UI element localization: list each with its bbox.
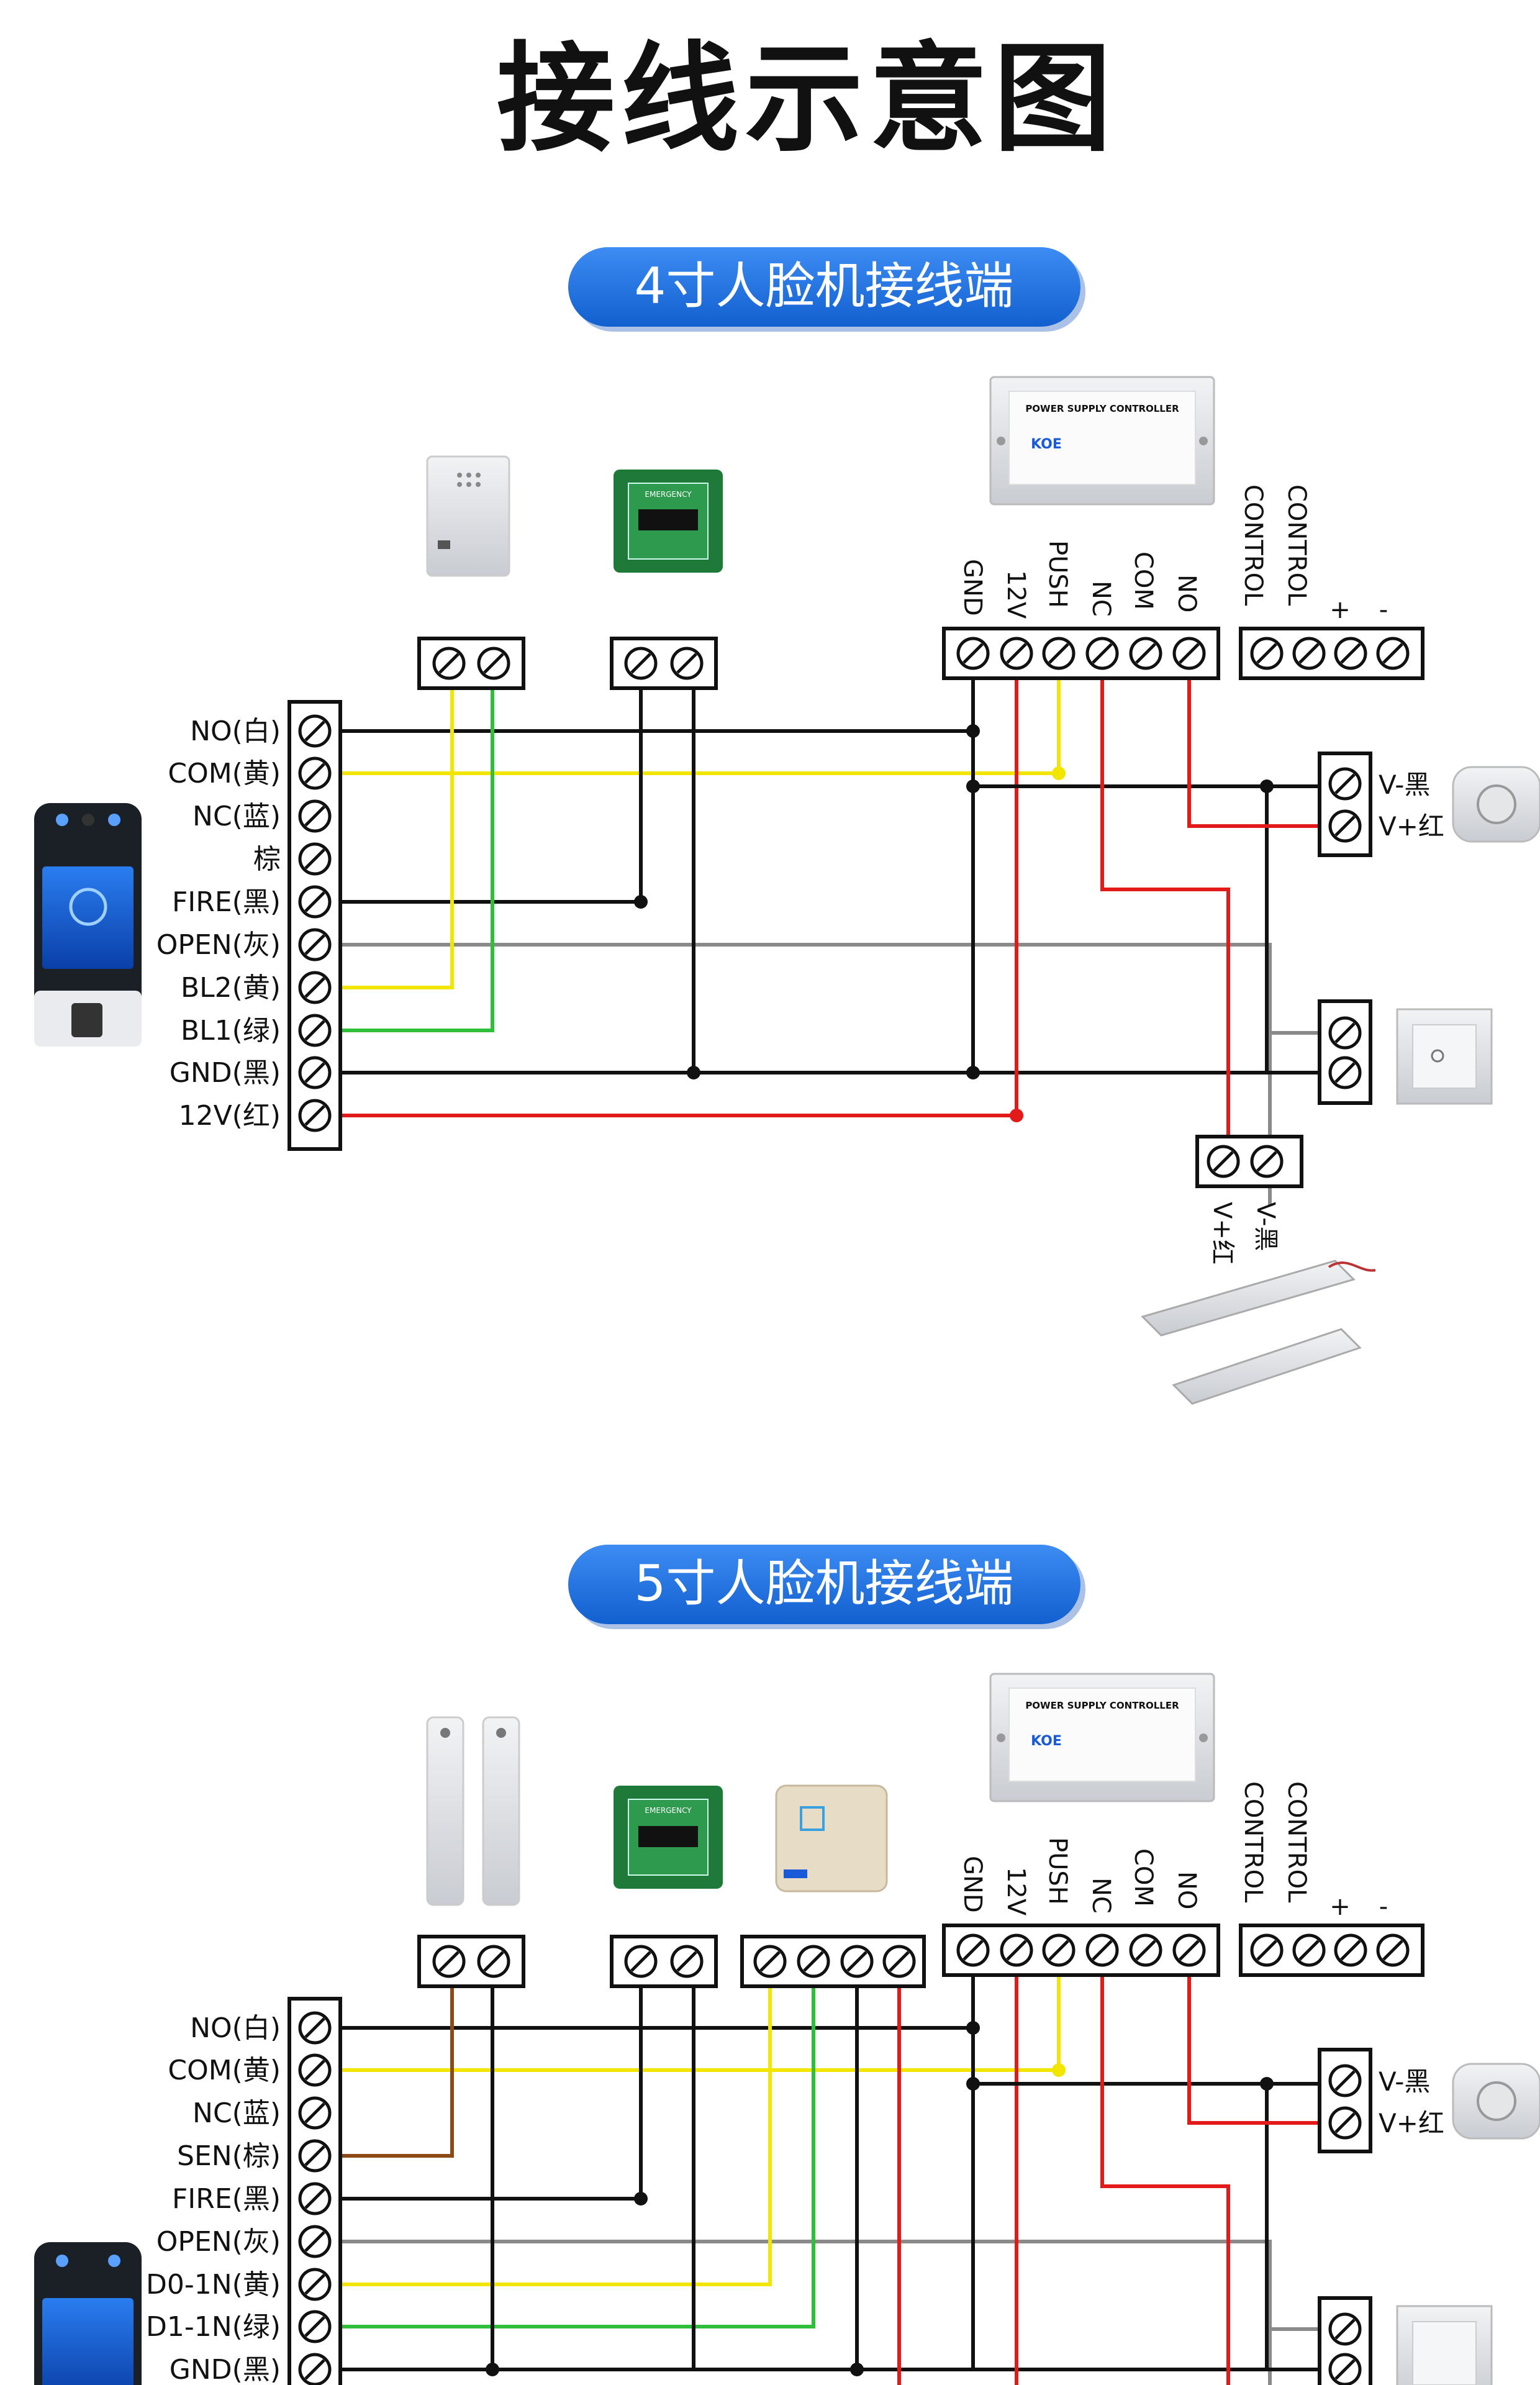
- psu-brand: KOE: [1031, 437, 1062, 452]
- control-sign: -: [1379, 1892, 1388, 1921]
- face-terminal-block: [288, 700, 342, 1151]
- exit-button-icon: [1452, 2063, 1540, 2140]
- terminal-label: NO(白): [190, 2012, 281, 2044]
- section-header: 5寸人脸机接线端: [635, 1555, 1014, 1612]
- terminal-label: NO(白): [190, 716, 281, 747]
- terminal-label: D1-1N(绿): [146, 2311, 281, 2343]
- control-label: CONTROL: [1282, 1781, 1311, 1903]
- terminal-label: 12V(红): [179, 1100, 281, 1132]
- control-sign: +: [1329, 1892, 1351, 1921]
- doorbell-icon: [426, 455, 510, 577]
- psu-terminal-label: NO: [1172, 575, 1201, 612]
- control-sign: +: [1329, 596, 1351, 624]
- face-terminal-icon: [34, 2242, 142, 2385]
- svg-text:EMERGENCY: EMERGENCY: [645, 490, 692, 499]
- emergency-break-glass-icon: EMERGENCY: [614, 470, 723, 573]
- section-5inch: 5寸人脸机接线端: [34, 1545, 1540, 2385]
- exit-switch-icon: [1396, 2305, 1493, 2385]
- control-label: CONTROL: [1239, 1781, 1267, 1903]
- terminal-labels: NO(白) COM(黄) NC(蓝) SEN(棕) FIRE(黑) OPEN(灰…: [146, 2012, 281, 2385]
- exit-switch-terminal-block: [1318, 999, 1372, 1105]
- lock-terminal-label: V+红: [1379, 2108, 1444, 2138]
- maglock-terminal-label: V-黑: [1251, 1202, 1280, 1251]
- terminal-label: COM(黄): [168, 2055, 281, 2086]
- psu-terminal-label: NC: [1087, 581, 1115, 617]
- psu-terminal-label: PUSH: [1043, 1837, 1072, 1905]
- lock-terminal-label: V-黑: [1379, 770, 1430, 800]
- door-sensor-terminal: [417, 1935, 525, 1988]
- psu-terminal-block: [942, 627, 1220, 680]
- lock-terminal-block: [1318, 752, 1372, 857]
- control-labels: CONTROL CONTROL + -: [1239, 1781, 1388, 1921]
- break-glass-terminal: [610, 1935, 718, 1988]
- psu-terminal-label: GND: [958, 1856, 987, 1913]
- card-reader-terminal: [740, 1935, 926, 1988]
- terminal-label: NC(蓝): [192, 801, 281, 832]
- terminal-labels: NO(白) COM(黄) NC(蓝) 棕 FIRE(黑) OPEN(灰) BL2…: [156, 716, 281, 1132]
- terminal-label: SEN(棕): [177, 2140, 281, 2172]
- wire-junctions: [634, 724, 1274, 1122]
- exit-switch-terminal-block: [1318, 2296, 1372, 2385]
- psu-terminal-label: NC: [1087, 1878, 1115, 1914]
- control-terminal-block: [1239, 627, 1424, 680]
- psu-terminal-label: GND: [958, 559, 987, 616]
- terminal-label: BL1(绿): [181, 1015, 281, 1047]
- psu-plate-title: POWER SUPPLY CONTROLLER: [1025, 403, 1179, 414]
- card-reader-icon: [775, 1784, 888, 1892]
- face-terminal-block: [288, 1997, 342, 2385]
- psu-terminal-label: 12V: [1002, 1867, 1030, 1916]
- terminal-label: NC(蓝): [192, 2097, 281, 2129]
- lock-terminal-label: V+红: [1379, 811, 1444, 842]
- svg-text:EMERGENCY: EMERGENCY: [645, 1806, 692, 1815]
- terminal-label: D0-1N(黄): [146, 2269, 281, 2301]
- break-glass-terminal: [610, 637, 718, 690]
- section-banner: 4寸人脸机接线端: [568, 247, 1085, 332]
- control-label: CONTROL: [1239, 484, 1267, 606]
- section-banner: 5寸人脸机接线端: [568, 1545, 1085, 1629]
- exit-button-icon: [1452, 766, 1540, 843]
- psu-terminal-block: [942, 1924, 1220, 1977]
- psu-terminal-label: NO: [1172, 1871, 1201, 1909]
- control-labels: CONTROL CONTROL + -: [1239, 484, 1388, 624]
- exit-switch-icon: [1396, 1008, 1493, 1105]
- terminal-label: COM(黄): [168, 758, 281, 789]
- section-4inch: 4寸人脸机接线端: [34, 247, 1540, 1405]
- lock-terminal-block: [1318, 2048, 1372, 2153]
- maglock-terminal-label: V+红: [1208, 1202, 1236, 1265]
- terminal-label: FIRE(黑): [172, 2183, 281, 2215]
- power-supply-icon: POWER SUPPLY CONTROLLER KOE: [989, 376, 1215, 506]
- control-sign: -: [1379, 596, 1388, 624]
- emergency-break-glass-icon: EMERGENCY: [614, 1786, 723, 1889]
- psu-brand: KOE: [1031, 1733, 1062, 1749]
- face-terminal-icon: [34, 803, 142, 1047]
- terminal-label: FIRE(黑): [172, 886, 281, 918]
- doorbell-terminal: [417, 637, 525, 690]
- psu-terminal-label: COM: [1129, 552, 1157, 610]
- wires: [338, 1956, 1320, 2385]
- terminal-label: OPEN(灰): [156, 2226, 281, 2258]
- psu-terminal-labels: GND 12V PUSH NC COM NO: [958, 540, 1201, 619]
- psu-terminal-labels: GND 12V PUSH NC COM NO: [958, 1837, 1201, 1916]
- door-sensor-icon: [426, 1716, 520, 1906]
- power-supply-icon: POWER SUPPLY CONTROLLER KOE: [989, 1673, 1215, 1802]
- control-label: CONTROL: [1282, 484, 1311, 606]
- wire-junctions: [486, 2021, 1274, 2376]
- page-title: 接线示意图: [497, 30, 1118, 168]
- psu-terminal-label: PUSH: [1043, 540, 1072, 608]
- terminal-label: GND(黑): [170, 1057, 281, 1089]
- maglock-terminal-block: [1195, 1135, 1303, 1188]
- wires: [338, 658, 1320, 1205]
- psu-terminal-label: COM: [1129, 1848, 1157, 1907]
- terminal-label: 棕: [253, 843, 281, 875]
- psu-terminal-label: 12V: [1002, 570, 1030, 619]
- control-terminal-block: [1239, 1924, 1424, 1977]
- terminal-label: GND(黑): [170, 2354, 281, 2385]
- terminal-label: OPEN(灰): [156, 929, 281, 961]
- magnetic-lock-icon: [1141, 1260, 1376, 1405]
- section-header: 4寸人脸机接线端: [635, 257, 1014, 315]
- lock-terminal-label: V-黑: [1379, 2066, 1430, 2097]
- terminal-label: BL2(黄): [181, 972, 281, 1004]
- psu-plate-title: POWER SUPPLY CONTROLLER: [1025, 1700, 1179, 1711]
